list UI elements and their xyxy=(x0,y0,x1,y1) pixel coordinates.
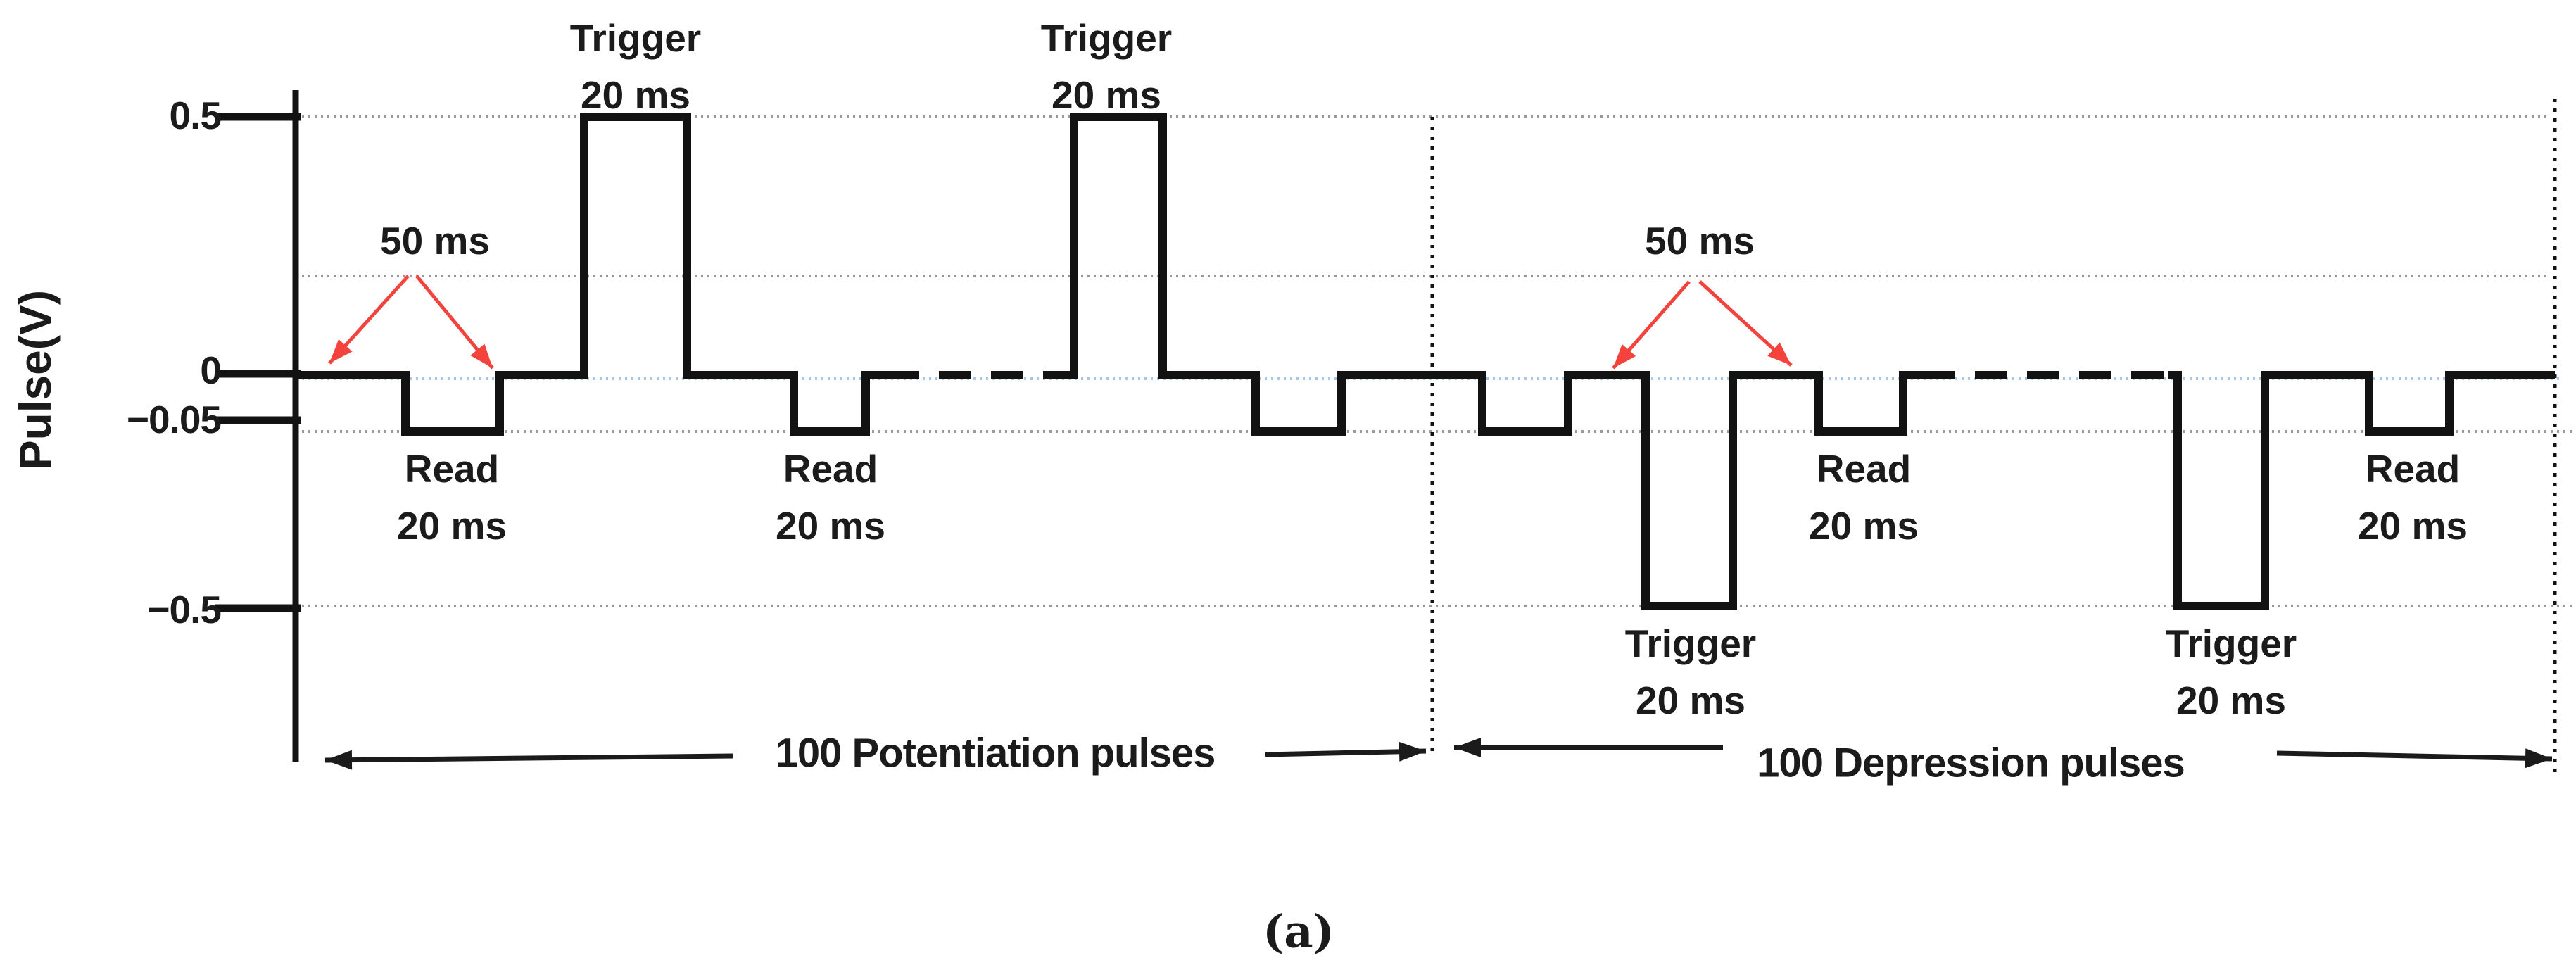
depression-range-label: 100 Depression pulses xyxy=(1757,740,2185,786)
tick-label-neg-0-05: −0.05 xyxy=(126,398,222,441)
read-label-pot-1: Read 20 ms xyxy=(397,441,507,555)
tick-label-0-5: 0.5 xyxy=(169,94,222,137)
potentiation-arrow-right xyxy=(1265,748,1427,757)
read-label-line2: 20 ms xyxy=(397,504,507,548)
gap-label-depression: 50 ms xyxy=(1645,219,1755,263)
read-label-pot-2: Read 20 ms xyxy=(776,441,885,555)
figure-caption: (a) xyxy=(1262,905,1335,959)
gap-arrow-dep-left-head xyxy=(1613,343,1636,368)
trigger-label-dep-2: Trigger 20 ms xyxy=(2166,615,2297,730)
waveform-solid-2 xyxy=(1054,113,1923,610)
waveform-solid-1 xyxy=(296,113,887,436)
trigger-label-line2: 20 ms xyxy=(2176,679,2286,723)
read-label-dep-1: Read 20 ms xyxy=(1809,441,1919,555)
gap-arrow-dep-right-head xyxy=(1767,342,1791,365)
tick-label-0: 0 xyxy=(200,348,222,392)
depression-arrow-right xyxy=(2276,750,2553,762)
read-label-line2: 20 ms xyxy=(2358,504,2468,548)
read-label-line2: 20 ms xyxy=(776,504,885,548)
trigger-label-dep-1: Trigger 20 ms xyxy=(1625,615,1756,730)
read-label-dep-2: Read 20 ms xyxy=(2358,441,2468,555)
tick-label-neg-0-5: −0.5 xyxy=(147,588,222,631)
trigger-label-line2: 20 ms xyxy=(581,73,690,118)
waveform-solid-3 xyxy=(2168,371,2555,610)
potentiation-range-label: 100 Potentiation pulses xyxy=(775,730,1216,776)
trigger-label-line1: Trigger xyxy=(569,16,702,60)
trigger-label-line1: Trigger xyxy=(1624,622,1757,665)
gap-label-potentiation: 50 ms xyxy=(380,219,490,263)
y-axis-label: Pulse(V) xyxy=(10,289,61,471)
trigger-label-line2: 20 ms xyxy=(1052,73,1161,118)
gap-arrow-pot-left-head xyxy=(329,339,353,363)
potentiation-arrow-left xyxy=(324,753,733,763)
depression-arrow-right-head xyxy=(2525,748,2552,769)
read-label-line1: Read xyxy=(404,447,500,491)
read-label-line1: Read xyxy=(1816,447,1912,491)
trigger-label-pot-2: Trigger 20 ms xyxy=(1041,10,1172,125)
trigger-label-line2: 20 ms xyxy=(1636,679,1745,723)
potentiation-arrow-left-head xyxy=(325,750,353,770)
trigger-label-line1: Trigger xyxy=(1040,16,1173,60)
trigger-label-line1: Trigger xyxy=(2165,622,2297,665)
gap-arrow-pot-right-head xyxy=(470,343,493,368)
read-label-line1: Read xyxy=(2365,447,2461,491)
trigger-label-pot-1: Trigger 20 ms xyxy=(570,10,701,125)
depression-arrow-left-head xyxy=(1454,738,1481,757)
potentiation-arrow-right-head xyxy=(1399,741,1426,762)
read-label-line1: Read xyxy=(783,447,878,491)
read-label-line2: 20 ms xyxy=(1809,504,1919,548)
